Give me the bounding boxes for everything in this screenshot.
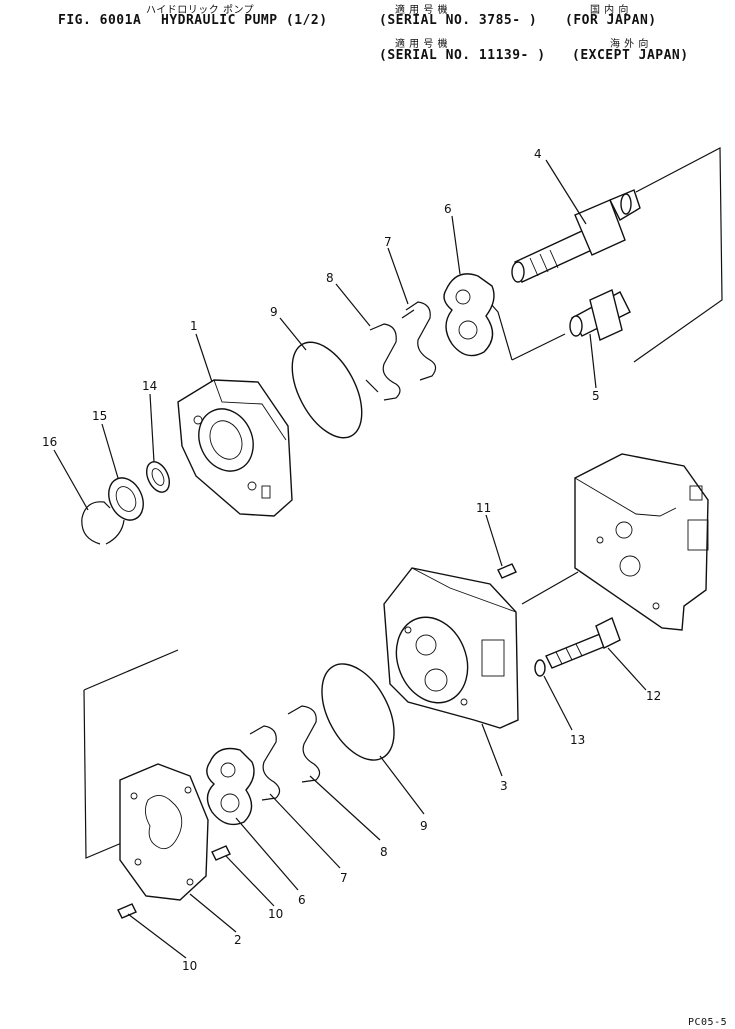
callout-6-lower: 6 — [298, 893, 306, 907]
callout-13: 13 — [570, 733, 585, 747]
region-kana-2: 海 外 向 — [610, 39, 649, 50]
page-title: HYDRAULIC PUMP (1/2) — [161, 13, 328, 28]
part-4-shaft-gear — [511, 189, 641, 283]
callout-7: 7 — [384, 235, 392, 249]
serial-range-1: (SERIAL NO. 3785- ) — [379, 13, 538, 28]
callout-10-a: 10 — [268, 907, 283, 921]
part-6-plate-lower — [206, 747, 255, 826]
part-6-plate-upper — [443, 273, 495, 357]
callout-6: 6 — [444, 202, 452, 216]
part-5-gear — [569, 289, 631, 341]
part-8-clip-lower — [287, 705, 321, 783]
part-7-clip-upper — [401, 301, 437, 381]
part-13-washer — [534, 659, 546, 677]
callout-11: 11 — [476, 501, 491, 515]
callout-16: 16 — [42, 435, 57, 449]
part-7-clip-lower — [249, 725, 281, 801]
region-2: (EXCEPT JAPAN) — [572, 48, 689, 63]
callout-5: 5 — [592, 389, 600, 403]
part-1-body — [177, 379, 293, 517]
part-11-pin — [497, 563, 517, 579]
part-8-clip-upper — [365, 323, 401, 401]
pump-assembly-right — [574, 453, 709, 631]
callout-4: 4 — [534, 147, 542, 161]
part-10-pin-a — [211, 845, 231, 861]
part-9-seal-lower — [321, 663, 395, 761]
serial-range-2: (SERIAL NO. 11139- ) — [379, 48, 546, 63]
page-code: PC05-5 — [688, 1017, 728, 1028]
part-10-pin-b — [117, 903, 137, 919]
callout-12: 12 — [646, 689, 661, 703]
callout-9: 9 — [270, 305, 278, 319]
callout-9-lower: 9 — [420, 819, 428, 833]
region-kana-1: 国 内 向 — [590, 5, 629, 16]
title-kana: ハイドロリック ポンプ — [146, 5, 255, 16]
figure-number: FIG. 6001A — [58, 13, 142, 28]
part-16-snap-ring — [81, 501, 125, 545]
serial-label-kana-1: 適 用 号 機 — [395, 5, 449, 16]
callout-14: 14 — [142, 379, 157, 393]
serial-label-kana-2: 適 用 号 機 — [395, 39, 449, 50]
callout-3: 3 — [500, 779, 508, 793]
callout-15: 15 — [92, 409, 107, 423]
callout-10-b: 10 — [182, 959, 197, 973]
region-1: (FOR JAPAN) — [565, 13, 657, 28]
part-3-body — [383, 567, 519, 729]
part-2-cover — [119, 763, 209, 901]
callout-1: 1 — [190, 319, 198, 333]
part-14-washer — [145, 461, 171, 493]
part-12-bolt — [545, 617, 621, 669]
part-9-seal-upper — [291, 341, 363, 439]
part-15-bearing — [108, 477, 144, 521]
callout-2: 2 — [234, 933, 242, 947]
callout-8-lower: 8 — [380, 845, 388, 859]
callout-7-lower: 7 — [340, 871, 348, 885]
callout-8: 8 — [326, 271, 334, 285]
